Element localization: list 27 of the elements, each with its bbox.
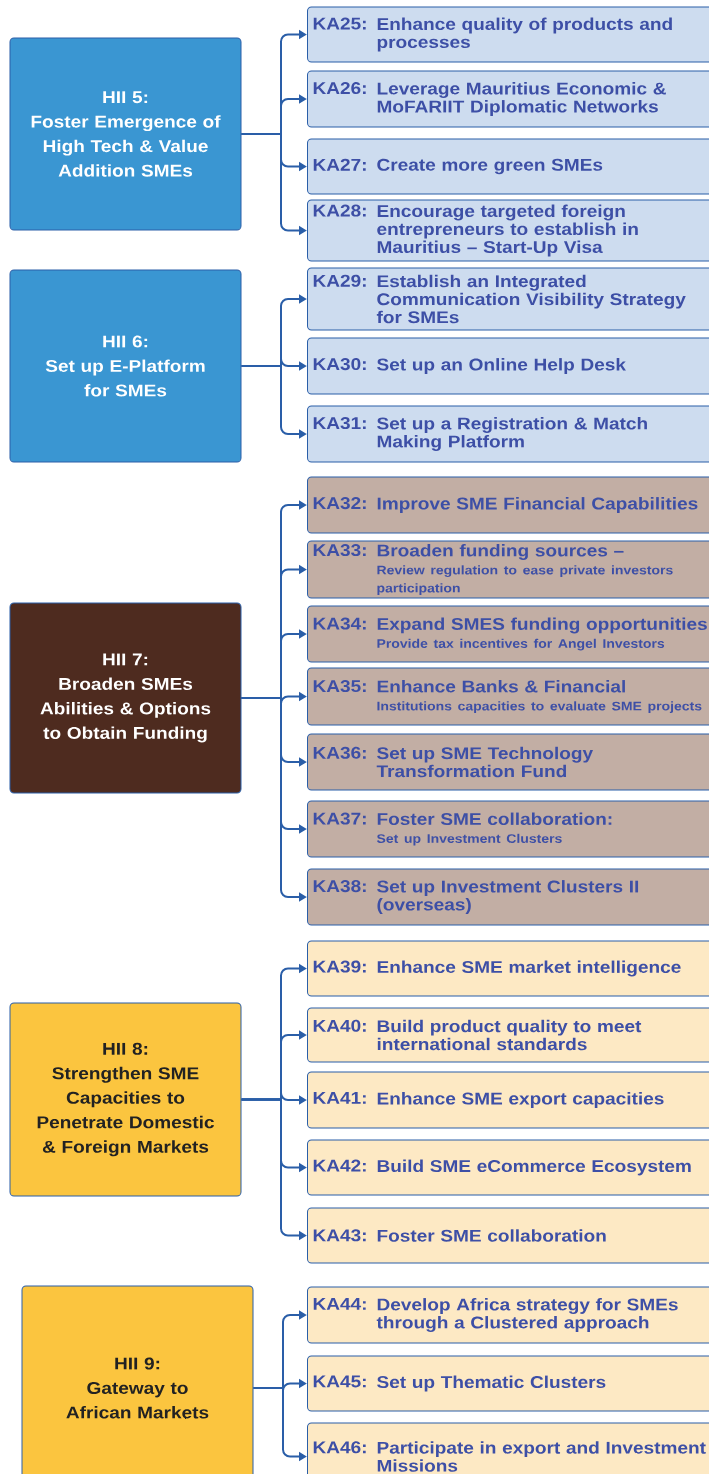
initiative-box: HII 8: Strengthen SME Capacities to Penetrate Domestic & Foreign Markets (9, 1002, 242, 1197)
action-box: KA39: Enhance SME market intelligence (307, 940, 709, 997)
action-box: KA30: Set up an Online Help Desk (307, 337, 709, 395)
action-box: KA31: Set up a Registration & Match Making Platform (307, 405, 709, 463)
action-box: KA44: Develop Africa strategy for SMEs through a Clustered approach (307, 1286, 709, 1344)
action-box: KA38: Set up Investment Clusters II (overseas) (307, 868, 709, 926)
action-box: KA46: Participate in export and Investment Missions (307, 1422, 709, 1474)
action-box: KA42: Build SME eCommerce Ecosystem (307, 1139, 709, 1196)
action-box: KA36: Set up SME Technology Transformation Fund (307, 733, 709, 791)
initiative-box: HII 5: Foster Emergence of High Tech & Value Addition SMEs (9, 37, 242, 231)
action-box: KA40: Build product quality to meet international standards (307, 1007, 709, 1063)
initiative-box: HII 7: Broaden SMEs Abilities & Options to Obtain Funding (9, 602, 242, 794)
initiative-box: HII 9: Gateway to African Markets (21, 1285, 254, 1474)
action-box: KA32: Improve SME Financial Capabilities (307, 476, 709, 534)
action-box: KA25: Enhance quality of products and processes (307, 6, 709, 63)
action-box: KA33: Broaden funding sources – Review regulation to ease private investors participation (307, 540, 709, 599)
action-box: KA43: Foster SME collaboration (307, 1207, 709, 1264)
action-box: KA28: Encourage targeted foreign entrepreneurs to establish in Mauritius – Start-Up Visa (307, 199, 709, 262)
action-box: KA37: Foster SME collaboration: Set up Investment Clusters (307, 800, 709, 858)
action-box: KA41: Enhance SME export capacities (307, 1071, 709, 1129)
action-box: KA27: Create more green SMEs (307, 138, 709, 195)
action-box: KA35: Enhance Banks & Financial Institutions capacities to evaluate SME projects (307, 667, 709, 726)
initiative-box: HII 6: Set up E-Platform for SMEs (9, 269, 242, 463)
action-box: KA29: Establish an Integrated Communication Visibility Strategy for SMEs (307, 267, 709, 331)
action-box: KA34: Expand SMES funding opportunities Provide tax incentives for Angel Investors (307, 605, 709, 663)
action-box: KA45: Set up Thematic Clusters (307, 1355, 709, 1412)
action-box: KA26: Leverage Mauritius Economic & MoFARIIT Diplomatic Networks (307, 70, 709, 128)
